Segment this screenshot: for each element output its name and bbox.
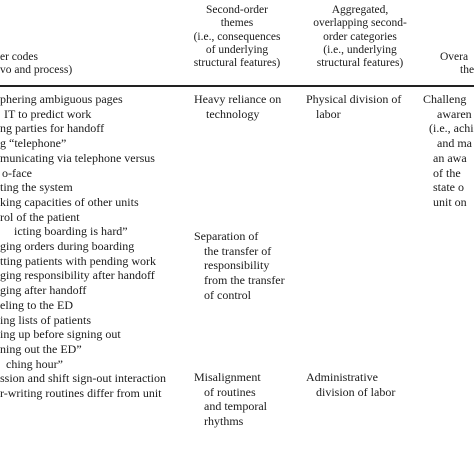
overarching-text: and ma bbox=[437, 136, 472, 151]
header-col-categories: Aggregated, overlapping second- order ca… bbox=[300, 4, 420, 70]
theme-text: Separation of bbox=[194, 229, 259, 243]
code-item: ting the system bbox=[0, 180, 73, 195]
header-col-themes: Second-order themes (i.e., consequences … bbox=[176, 4, 298, 70]
header-col-codes: er codes vo and process) bbox=[0, 51, 72, 78]
category-text: labor bbox=[316, 106, 341, 121]
codes-column: phering ambiguous pages IT to predict wo… bbox=[0, 92, 166, 401]
code-item: g “telephone” bbox=[0, 136, 67, 151]
header-text: vo and process) bbox=[0, 64, 73, 77]
code-item: ging after handoff bbox=[0, 283, 87, 298]
header-text: of underlying bbox=[205, 43, 269, 56]
header-col-overarching: Overa the bbox=[440, 51, 474, 78]
overarching-text: unit on bbox=[433, 194, 467, 209]
category-text: Administrative bbox=[306, 370, 378, 384]
category-text: Physical division of bbox=[306, 92, 402, 106]
theme-text: of routines bbox=[204, 384, 256, 399]
header-text: order categories bbox=[323, 30, 397, 43]
code-item: ssion and shift sign-out interaction bbox=[0, 371, 166, 386]
overarching-text: (i.e., achi bbox=[429, 121, 474, 136]
theme-separation: Separation of the transfer of responsibi… bbox=[194, 229, 285, 303]
theme-text: responsibility bbox=[204, 258, 270, 273]
overarching-column: Challeng awaren (i.e., achi and ma an aw… bbox=[423, 92, 474, 210]
code-item: ng parties for handoff bbox=[0, 121, 105, 136]
header-text: er codes bbox=[0, 51, 38, 63]
code-item: ing up before signing out bbox=[0, 327, 121, 342]
code-item: tting patients with pending work bbox=[0, 253, 156, 268]
code-item: king capacities of other units bbox=[0, 194, 139, 209]
category-physical: Physical division of labor bbox=[306, 92, 401, 121]
header-text: structural features) bbox=[193, 57, 281, 70]
code-item: ning out the ED” bbox=[0, 341, 82, 356]
overarching-text: an awa bbox=[433, 150, 467, 165]
theme-text: Misalignment bbox=[194, 370, 261, 384]
theme-text: technology bbox=[206, 106, 260, 121]
header-text: (i.e., consequences bbox=[193, 30, 281, 43]
theme-text: the transfer of bbox=[204, 243, 272, 258]
code-item: ing lists of patients bbox=[0, 312, 91, 327]
theme-misalignment: Misalignment of routines and temporal rh… bbox=[194, 370, 267, 429]
header-text: themes bbox=[220, 17, 254, 30]
header-text: overlapping second- bbox=[313, 17, 407, 30]
header-text: structural features) bbox=[316, 57, 404, 70]
theme-text: rhythms bbox=[204, 414, 244, 429]
code-item: ging orders during boarding bbox=[0, 239, 135, 254]
code-item: ching hour” bbox=[6, 356, 63, 371]
code-item: o-face bbox=[2, 165, 32, 180]
header-text: the bbox=[460, 64, 474, 77]
header-text: Aggregated, bbox=[331, 4, 389, 16]
code-item: r-writing routines differ from unit bbox=[0, 386, 162, 401]
theme-text: of control bbox=[204, 287, 251, 302]
theme-text: and temporal bbox=[204, 399, 267, 414]
code-item: phering ambiguous pages bbox=[0, 92, 123, 106]
code-item: municating via telephone versus bbox=[0, 150, 155, 165]
code-item: IT to predict work bbox=[4, 106, 92, 121]
overarching-text: awaren bbox=[437, 106, 472, 121]
theme-technology: Heavy reliance on technology bbox=[194, 92, 281, 121]
theme-text: Heavy reliance on bbox=[194, 92, 282, 106]
code-item: rol of the patient bbox=[0, 209, 80, 224]
header-rule bbox=[0, 85, 474, 87]
code-item: icting boarding is hard” bbox=[14, 224, 128, 239]
code-item: ging responsibility after handoff bbox=[0, 268, 155, 283]
theme-text: from the transfer bbox=[204, 273, 285, 288]
category-administrative: Administrative division of labor bbox=[306, 370, 395, 399]
header-text: Second-order bbox=[206, 4, 268, 16]
overarching-text: state o bbox=[433, 180, 464, 195]
category-text: division of labor bbox=[316, 384, 396, 399]
header-text: Overa bbox=[440, 51, 469, 63]
overarching-text: of the bbox=[433, 165, 461, 180]
code-item: eling to the ED bbox=[0, 297, 73, 312]
overarching-text: Challeng bbox=[423, 92, 467, 106]
header-text: (i.e., underlying bbox=[323, 43, 397, 56]
